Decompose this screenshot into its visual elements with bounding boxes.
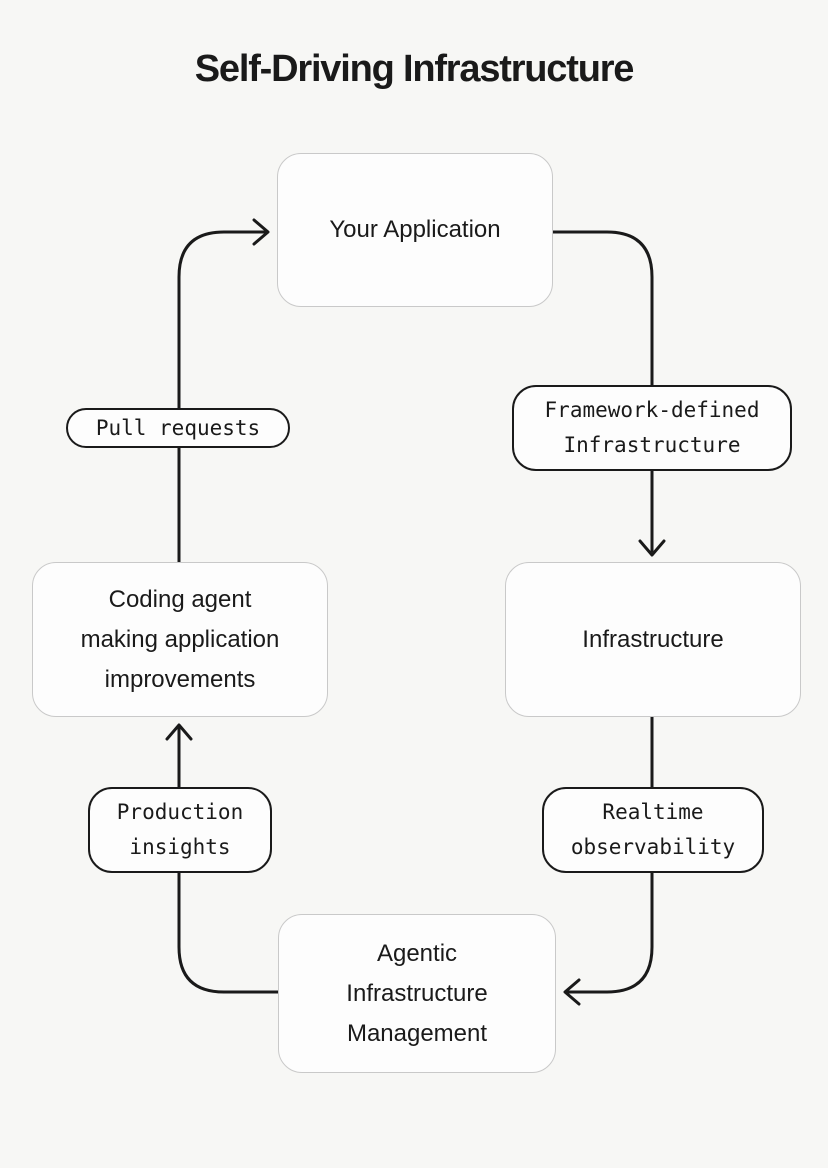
node-agentic-line3: Management	[346, 1019, 488, 1047]
arrow-left-icon	[563, 978, 581, 1006]
edge-label-production-line1: Production	[116, 800, 244, 824]
node-coding-agent-line3: improvements	[104, 665, 256, 693]
edge-label-realtime-line2: observability	[570, 835, 736, 859]
edge-label-framework-defined-infrastructure: Framework-defined Infrastructure	[512, 385, 792, 471]
node-coding-agent-line2: making application	[80, 625, 280, 653]
edge-label-pull-requests: Pull requests	[66, 408, 290, 448]
connector-coding-to-application	[177, 230, 268, 564]
arrow-up-icon	[165, 723, 193, 741]
page-title: Self-Driving Infrastructure	[194, 48, 635, 90]
connector-agentic-to-coding	[177, 725, 280, 994]
edge-label-realtime-line1: Realtime	[602, 800, 704, 824]
node-coding-agent: Coding agent making application improvem…	[32, 562, 328, 717]
node-agentic-infrastructure-management: Agentic Infrastructure Management	[278, 914, 556, 1073]
node-infrastructure: Infrastructure	[505, 562, 801, 717]
arrow-right-icon	[252, 218, 270, 246]
node-agentic-line2: Infrastructure	[346, 979, 488, 1007]
edge-label-realtime-observability: Realtime observability	[542, 787, 764, 873]
node-infrastructure-label: Infrastructure	[582, 625, 724, 653]
edge-label-pull-line1: Pull requests	[95, 415, 261, 440]
edge-label-production-line2: insights	[129, 835, 231, 859]
node-your-application: Your Application	[277, 153, 553, 307]
node-coding-agent-line1: Coding agent	[108, 585, 252, 613]
node-agentic-line1: Agentic	[376, 939, 458, 967]
node-your-application-label: Your Application	[329, 216, 501, 243]
edge-label-framework-line1: Framework-defined	[544, 398, 760, 422]
edge-label-production-insights: Production insights	[88, 787, 272, 873]
arrow-down-icon	[638, 539, 666, 557]
connector-application-to-infrastructure	[551, 230, 654, 553]
edge-label-framework-line2: Infrastructure	[563, 433, 741, 457]
connector-infrastructure-to-agentic	[565, 715, 654, 994]
